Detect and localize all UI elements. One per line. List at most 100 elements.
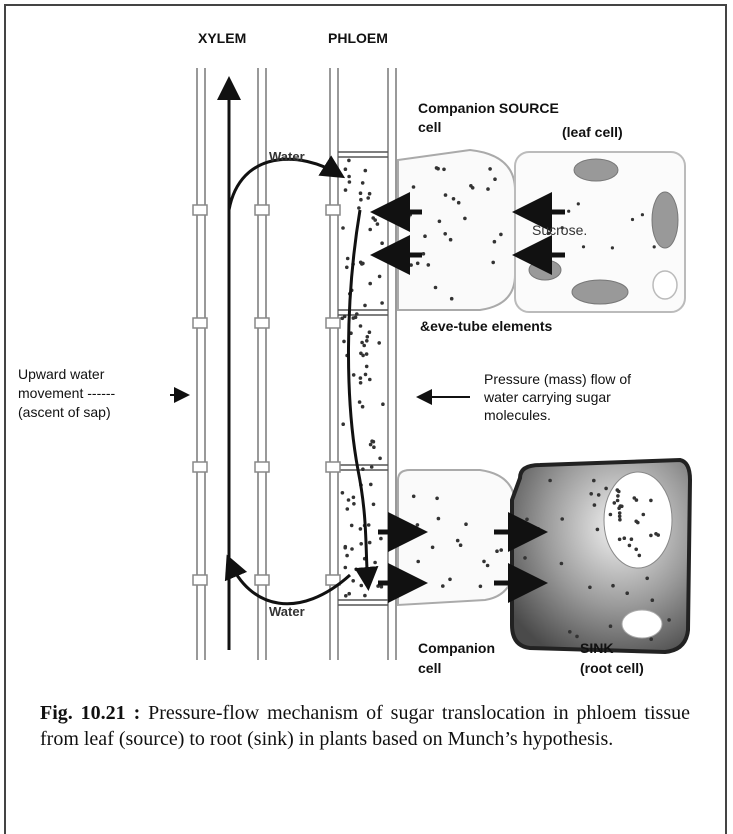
sugar-dot <box>373 561 377 565</box>
sugar-dot <box>628 544 632 548</box>
sugar-dot <box>437 517 441 521</box>
sugar-dot <box>464 522 468 526</box>
sugar-dot <box>346 507 350 511</box>
sugar-dot <box>493 240 497 244</box>
sugar-dot <box>351 579 355 583</box>
sugar-dot <box>360 262 364 266</box>
sucrose-label: Sucrose. <box>532 222 587 238</box>
sugar-dot <box>372 445 376 449</box>
sugar-dot <box>359 542 363 546</box>
sugar-dot <box>359 527 363 531</box>
sugar-dot <box>645 577 649 581</box>
sugar-dot <box>343 315 347 319</box>
figure-caption: Fig. 10.21 : Pressure-flow mechanism of … <box>40 700 690 752</box>
sugar-dot <box>362 344 366 348</box>
sugar-dot <box>372 503 376 507</box>
sugar-dot <box>482 560 486 564</box>
sugar-dot <box>407 216 411 220</box>
water-arrow-top <box>229 159 340 210</box>
sugar-dot <box>452 197 456 201</box>
sugar-dot <box>341 226 345 230</box>
sugar-dot <box>441 584 445 588</box>
sugar-dot <box>463 217 467 221</box>
sugar-dot <box>361 467 365 471</box>
sugar-dot <box>363 594 367 598</box>
sugar-dot <box>365 365 369 369</box>
sugar-dot <box>368 192 372 196</box>
sugar-dot <box>361 354 365 358</box>
water-top-label: Water <box>269 149 305 164</box>
sugar-dot <box>342 340 346 344</box>
sugar-dot <box>347 498 351 502</box>
sugar-dot <box>359 376 363 380</box>
sugar-dot <box>448 578 452 582</box>
sugar-dot <box>525 518 529 522</box>
companion-cell-source <box>398 150 515 310</box>
sugar-dot <box>359 198 363 202</box>
sugar-dot <box>427 263 431 267</box>
sugar-dot <box>618 518 622 522</box>
sugar-dot <box>667 618 671 622</box>
sugar-dot <box>471 186 475 190</box>
sugar-dot <box>357 206 361 210</box>
sugar-dot <box>582 245 585 248</box>
sugar-dot <box>457 201 461 205</box>
sugar-dot <box>623 536 627 540</box>
sugar-dot <box>495 549 499 553</box>
sugar-dot <box>361 181 365 185</box>
sugar-dot <box>493 177 497 181</box>
sugar-dot <box>456 539 460 543</box>
sugar-dot <box>409 263 413 267</box>
sugar-dot <box>344 167 348 171</box>
sugar-dot <box>352 316 356 320</box>
sugar-dot <box>416 262 420 266</box>
phloem-sieve-tube <box>326 68 396 660</box>
sugar-dot <box>560 517 564 521</box>
sugar-dot <box>365 339 369 343</box>
sugar-dot <box>488 167 492 171</box>
sugar-dot <box>347 159 351 163</box>
sugar-dot <box>350 547 354 551</box>
sugar-dot <box>630 537 634 541</box>
sieve-tube-label: &eve-tube elements <box>420 318 552 334</box>
sugar-dot <box>358 400 362 404</box>
sugar-dot <box>354 568 358 572</box>
sugar-dot <box>359 381 363 385</box>
pressure-flow-line1: Pressure (mass) flow of <box>484 371 631 387</box>
sugar-dot <box>479 585 483 589</box>
sugar-dot <box>613 501 617 505</box>
sugar-dot <box>341 491 345 495</box>
pressure-flow-line3: molecules. <box>484 407 551 423</box>
sugar-dot <box>434 286 438 290</box>
companion-bottom-label: Companion <box>418 640 495 656</box>
sink-label: SINK <box>580 640 613 656</box>
sugar-dot <box>361 405 365 409</box>
sugar-dot <box>449 238 453 242</box>
sugar-dot <box>435 497 439 501</box>
sugar-dot <box>611 246 614 249</box>
sugar-dot <box>575 635 579 639</box>
sugar-dot <box>367 523 371 527</box>
upward-water-line3: (ascent of sap) <box>18 404 111 420</box>
sugar-dot <box>611 584 615 588</box>
sugar-dot <box>364 169 368 173</box>
sugar-dot <box>653 245 656 248</box>
sugar-dot <box>634 548 638 552</box>
sugar-dot <box>491 261 495 265</box>
sugar-dot <box>596 528 600 532</box>
sugar-dot <box>618 538 622 542</box>
sugar-dot <box>379 537 383 541</box>
sugar-dot <box>368 228 372 232</box>
sugar-dot <box>344 188 348 192</box>
phloem-label: PHLOEM <box>328 30 388 46</box>
companion-cell-top-label: cell <box>418 119 441 135</box>
sugar-dot <box>368 541 372 545</box>
pressure-flow-diagram <box>0 0 733 690</box>
sugar-dot <box>364 373 368 377</box>
sugar-dot <box>355 312 359 316</box>
sugar-dot <box>486 187 490 191</box>
sugar-dot <box>588 586 592 590</box>
sugar-dot <box>649 637 653 641</box>
sugar-dot <box>438 220 442 224</box>
sugar-dot <box>641 213 644 216</box>
